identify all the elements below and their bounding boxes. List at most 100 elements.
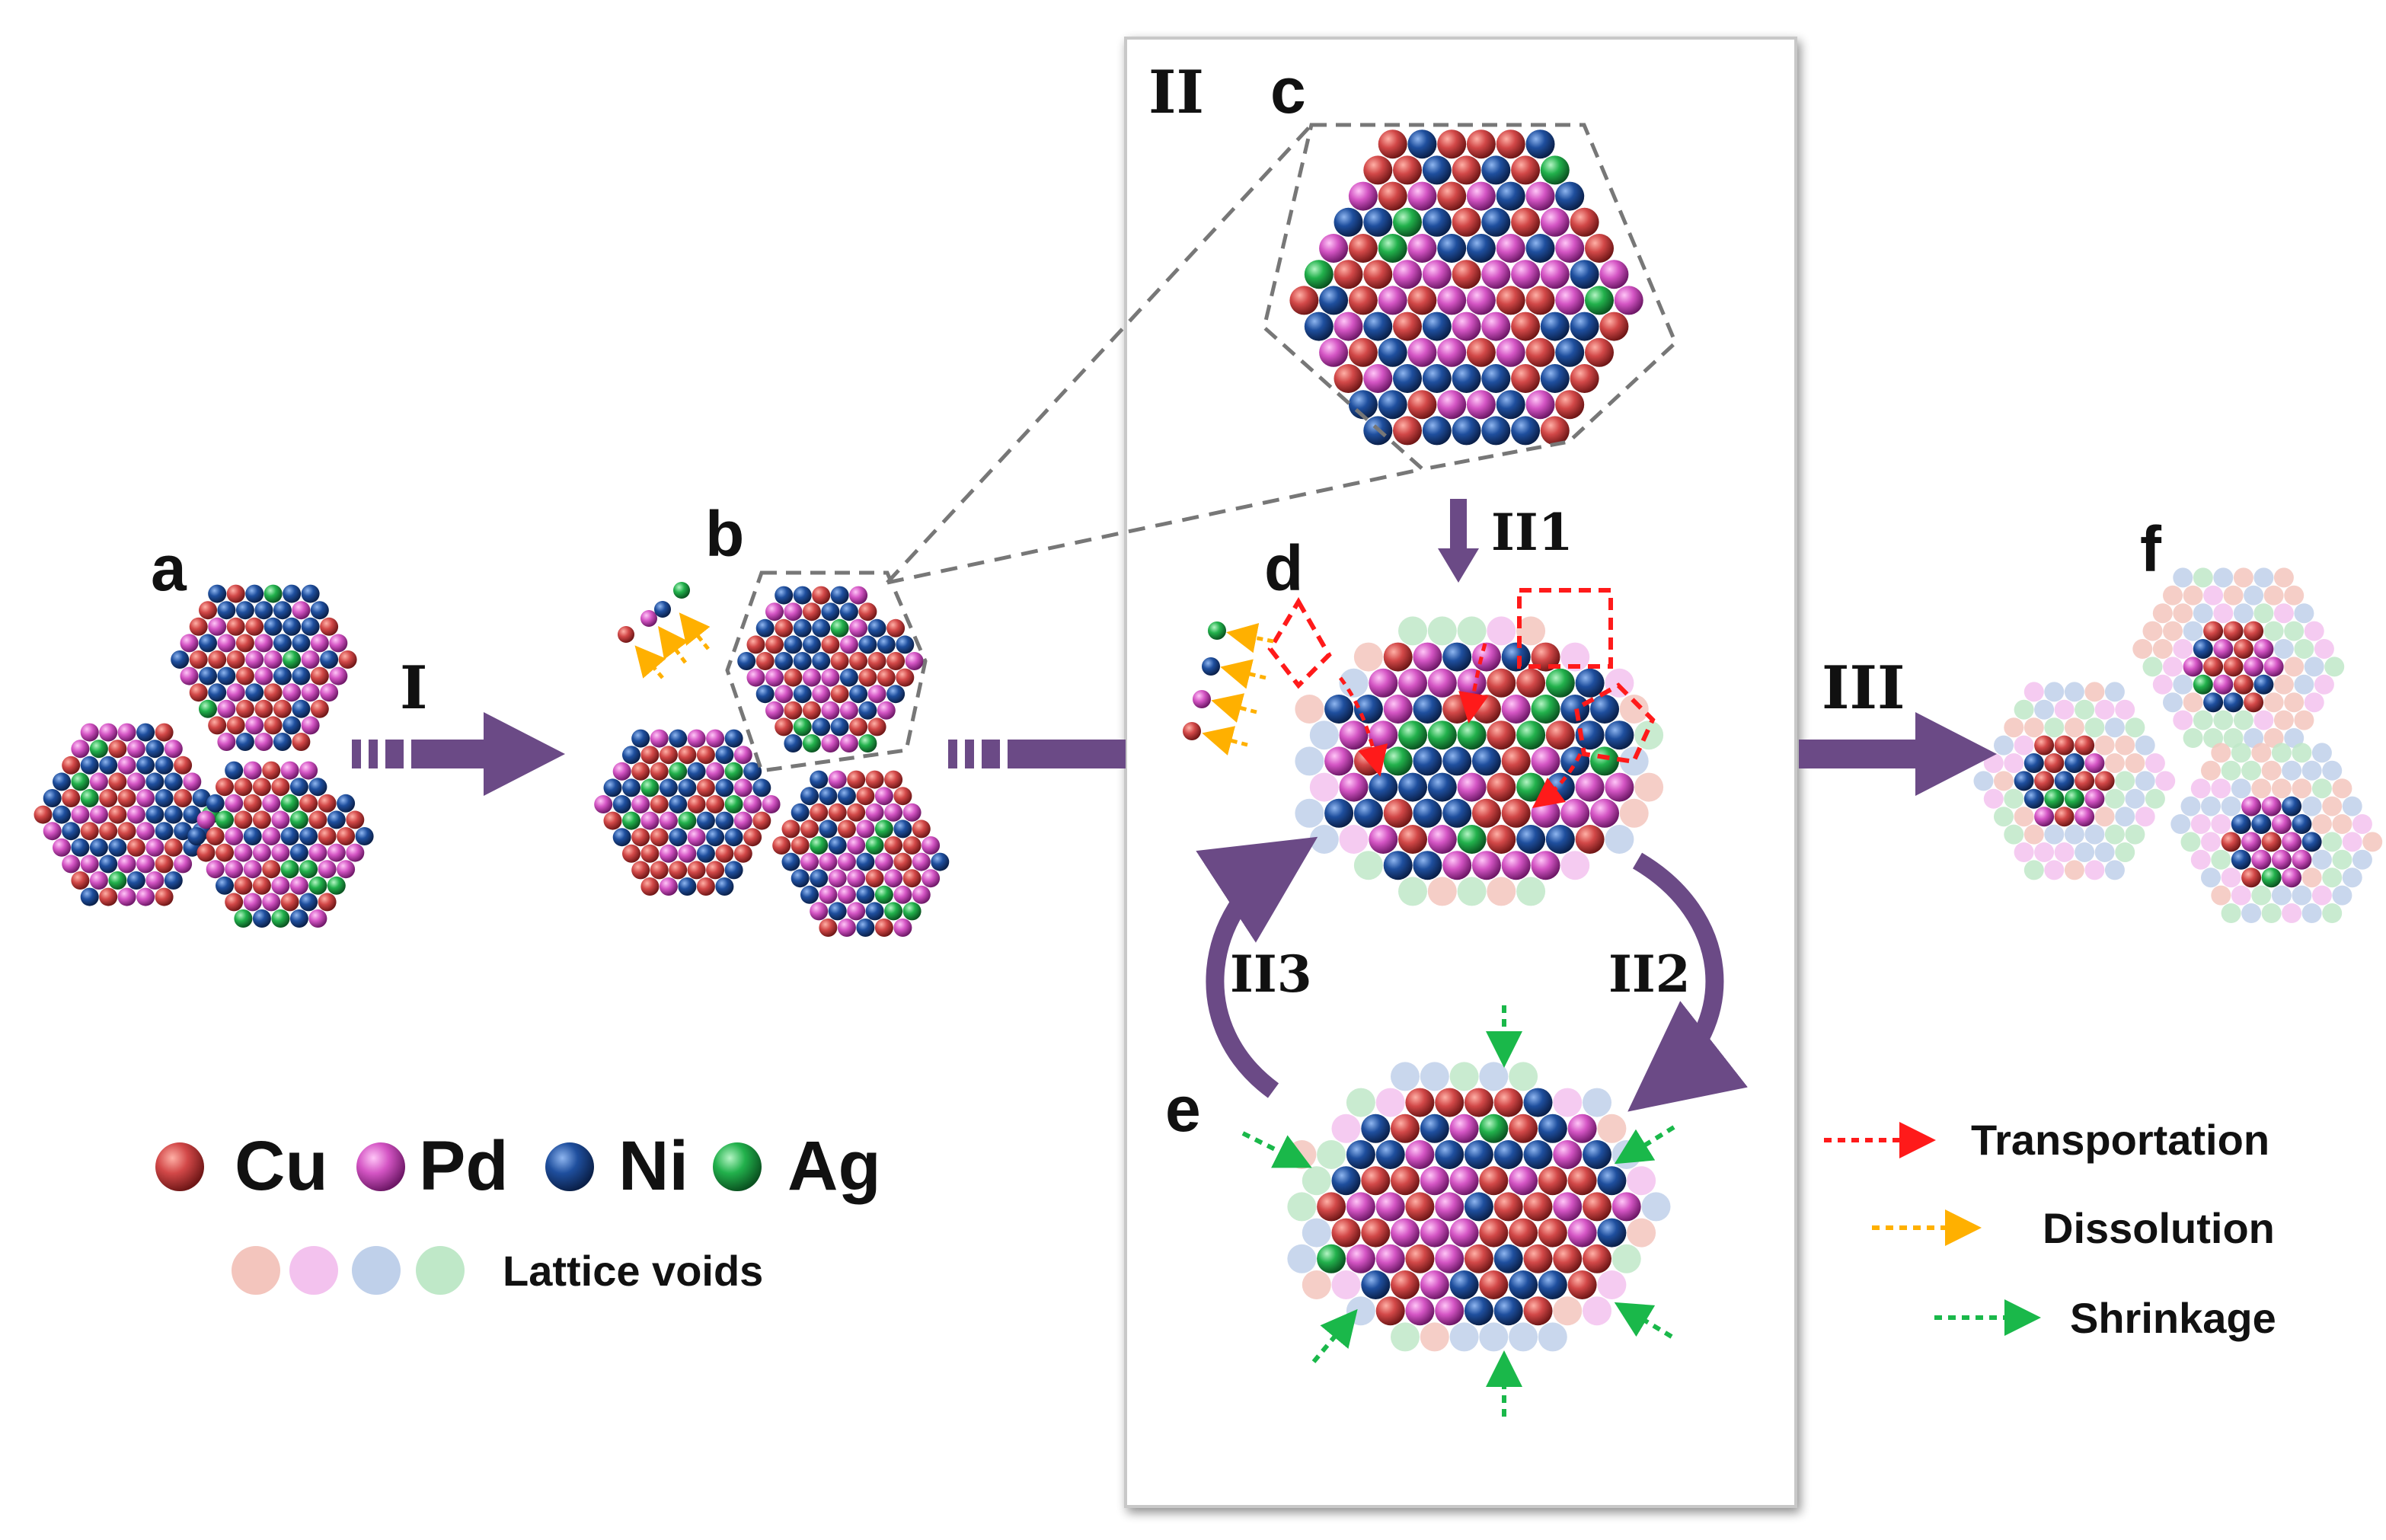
atom — [301, 716, 320, 735]
atom — [183, 772, 202, 791]
atom — [1398, 616, 1427, 646]
atom — [1464, 1296, 1493, 1326]
atom — [43, 822, 62, 841]
atom — [2342, 867, 2362, 888]
atom — [62, 756, 81, 775]
atom — [2253, 639, 2274, 659]
atom — [884, 869, 903, 888]
atom — [53, 805, 71, 824]
atom — [53, 772, 71, 791]
atom — [912, 820, 931, 839]
atom — [828, 770, 847, 789]
atom — [659, 811, 678, 830]
atom — [659, 844, 678, 863]
atom — [262, 893, 281, 912]
atom — [1634, 720, 1664, 750]
atom — [1427, 772, 1457, 802]
atom — [196, 810, 216, 829]
atom — [1391, 1270, 1420, 1299]
atom — [784, 602, 803, 621]
atom — [884, 803, 903, 822]
atom — [225, 794, 244, 813]
atom — [724, 795, 743, 813]
atom — [1466, 234, 1496, 263]
atom — [2233, 567, 2253, 588]
atom — [640, 778, 660, 797]
atom — [1466, 337, 1496, 367]
atom — [1353, 642, 1383, 672]
atom — [849, 652, 868, 670]
atom — [902, 803, 922, 822]
atom — [1375, 1192, 1405, 1222]
atom — [252, 810, 271, 829]
atom — [706, 762, 725, 781]
atom — [264, 617, 283, 636]
atom — [2190, 849, 2211, 870]
atom — [743, 828, 762, 847]
atom — [80, 789, 99, 807]
atom — [2034, 771, 2055, 791]
atom — [2292, 885, 2312, 906]
atom — [164, 838, 183, 857]
atom — [299, 761, 318, 780]
atom — [2115, 842, 2135, 862]
atom — [1363, 260, 1393, 289]
atom — [746, 668, 765, 687]
atom — [136, 789, 155, 807]
atom — [1427, 668, 1457, 698]
panel-label-d: d — [1264, 532, 1303, 604]
atom — [1348, 337, 1378, 367]
atom — [1487, 668, 1516, 698]
atom — [2211, 885, 2231, 906]
atom — [189, 650, 208, 669]
shrinkage-e — [1241, 1005, 1675, 1417]
atom — [2311, 885, 2332, 906]
atom — [235, 601, 254, 620]
atom — [2094, 735, 2115, 756]
atom — [775, 618, 794, 637]
atom — [2180, 796, 2201, 816]
atom — [650, 828, 669, 847]
atom — [2034, 699, 2055, 720]
atom — [2104, 788, 2125, 809]
legend-swatch-ag — [713, 1142, 762, 1191]
atom — [2271, 814, 2292, 834]
atom — [301, 617, 320, 636]
atom — [136, 855, 155, 874]
atom — [1383, 798, 1413, 828]
atom — [2294, 710, 2314, 730]
atom — [765, 668, 784, 687]
atom — [1531, 746, 1560, 776]
atom — [1567, 1166, 1597, 1196]
atom — [1317, 1244, 1346, 1273]
dissolving-atom — [618, 626, 634, 643]
atom — [922, 869, 941, 888]
atom — [1427, 825, 1457, 854]
panel-c-outline — [1262, 123, 1678, 471]
atom — [2075, 735, 2095, 756]
atom — [1611, 1140, 1641, 1169]
atom — [2064, 753, 2084, 773]
atom — [1531, 695, 1560, 724]
atom — [1523, 1192, 1553, 1222]
atom — [2271, 849, 2292, 870]
atom — [839, 734, 858, 752]
atom — [2201, 867, 2221, 888]
atom — [1553, 1192, 1583, 1222]
atom — [2163, 657, 2183, 677]
atom — [164, 871, 183, 890]
atom — [828, 803, 847, 822]
atom — [2014, 699, 2034, 720]
atom — [2023, 860, 2044, 880]
atom — [775, 717, 794, 736]
atom — [2244, 728, 2264, 748]
atom — [234, 778, 253, 797]
atom — [1442, 746, 1472, 776]
atom — [1435, 1296, 1464, 1326]
atom — [752, 778, 771, 797]
atom — [847, 869, 866, 888]
atom — [1516, 772, 1546, 802]
atom — [1407, 337, 1437, 367]
atom — [1516, 616, 1546, 646]
